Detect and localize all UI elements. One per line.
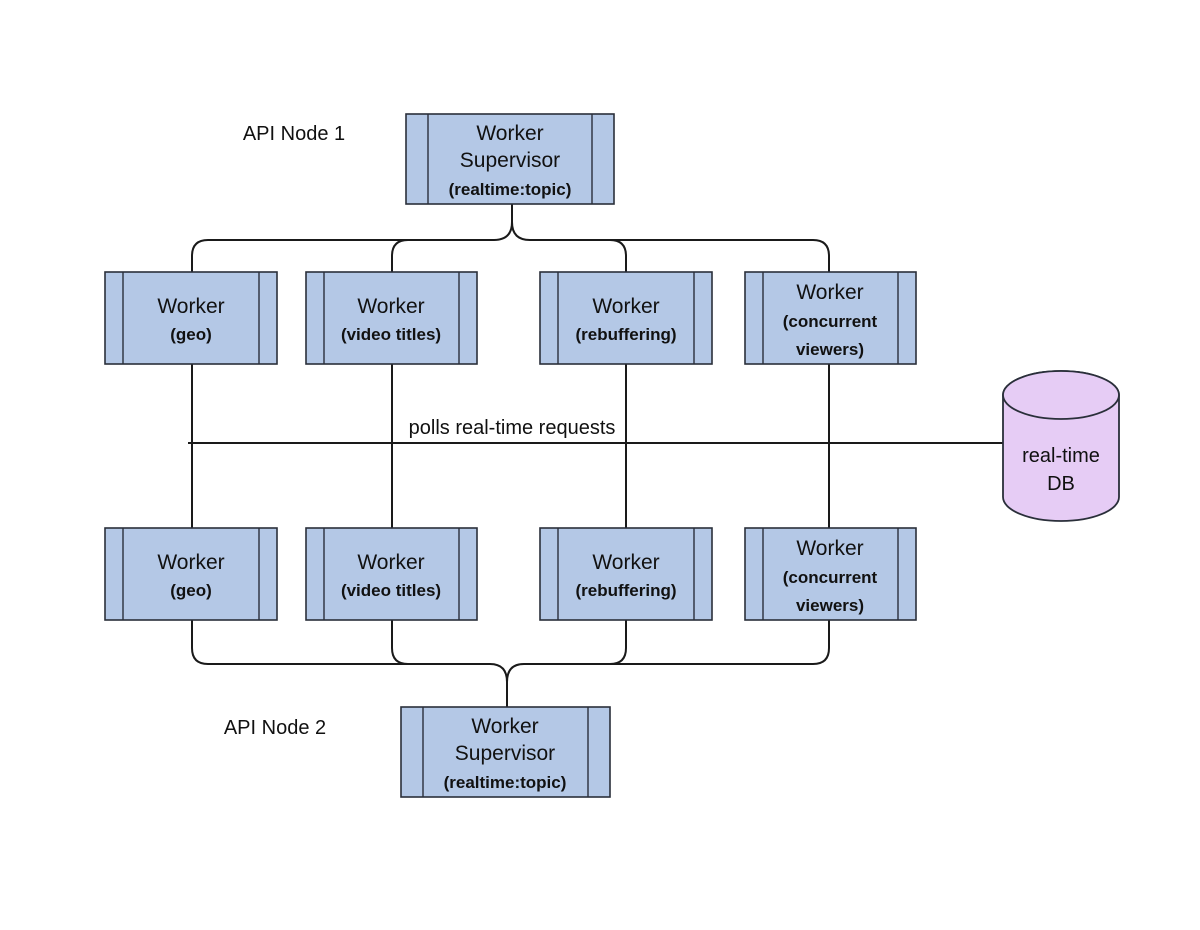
worker-geo-node-2: Worker (geo) [104, 527, 278, 621]
connectors [188, 204, 1003, 708]
polls-label: polls real-time requests [409, 417, 616, 439]
worker-title: Worker [592, 295, 659, 318]
worker-title: Worker [796, 281, 863, 304]
supervisor-2-topic: (realtime:topic) [444, 773, 567, 792]
api-node-1-label: API Node 1 [243, 123, 345, 145]
db-label-line-2: DB [1047, 473, 1075, 495]
supervisor-1-title-2: Supervisor [460, 149, 560, 172]
worker-title: Worker [357, 551, 424, 574]
worker-supervisor-node-1: Worker Supervisor (realtime:topic) [405, 113, 615, 205]
worker-video-titles-node-1: Worker (video titles) [305, 271, 478, 365]
worker-role: (geo) [170, 325, 212, 344]
worker-title: Worker [357, 295, 424, 318]
supervisor-2-title: Worker [471, 715, 538, 738]
supervisor-2-fanin [191, 620, 830, 708]
worker-role: (geo) [170, 581, 212, 600]
worker-title: Worker [157, 295, 224, 318]
worker-role: (rebuffering) [575, 581, 676, 600]
worker-concurrent-viewers-node-1: Worker (concurrent viewers) [744, 271, 917, 365]
worker-title: Worker [157, 551, 224, 574]
worker-role: (concurrent [783, 568, 878, 587]
worker-role: (rebuffering) [575, 325, 676, 344]
worker-role: (video titles) [341, 581, 441, 600]
supervisor-1-title: Worker [476, 122, 543, 145]
db-top [1002, 370, 1120, 420]
worker-supervisor-node-2: Worker Supervisor (realtime:topic) [400, 706, 611, 798]
supervisor-1-fanout [191, 204, 830, 272]
worker-role-line-2: viewers) [796, 596, 864, 615]
worker-title: Worker [796, 537, 863, 560]
worker-role: (concurrent [783, 312, 878, 331]
worker-geo-node-1: Worker (geo) [104, 271, 278, 365]
api-node-2-label: API Node 2 [224, 717, 326, 739]
realtime-db: real-time DB [1002, 370, 1120, 522]
worker-role-line-2: viewers) [796, 340, 864, 359]
worker-concurrent-viewers-node-2: Worker (concurrent viewers) [744, 527, 917, 621]
worker-title: Worker [592, 551, 659, 574]
supervisor-1-topic: (realtime:topic) [449, 180, 572, 199]
db-label-line-1: real-time [1022, 445, 1100, 467]
worker-rebuffering-node-2: Worker (rebuffering) [539, 527, 713, 621]
worker-rebuffering-node-1: Worker (rebuffering) [539, 271, 713, 365]
supervisor-2-title-2: Supervisor [455, 742, 555, 765]
worker-role: (video titles) [341, 325, 441, 344]
worker-video-titles-node-2: Worker (video titles) [305, 527, 478, 621]
